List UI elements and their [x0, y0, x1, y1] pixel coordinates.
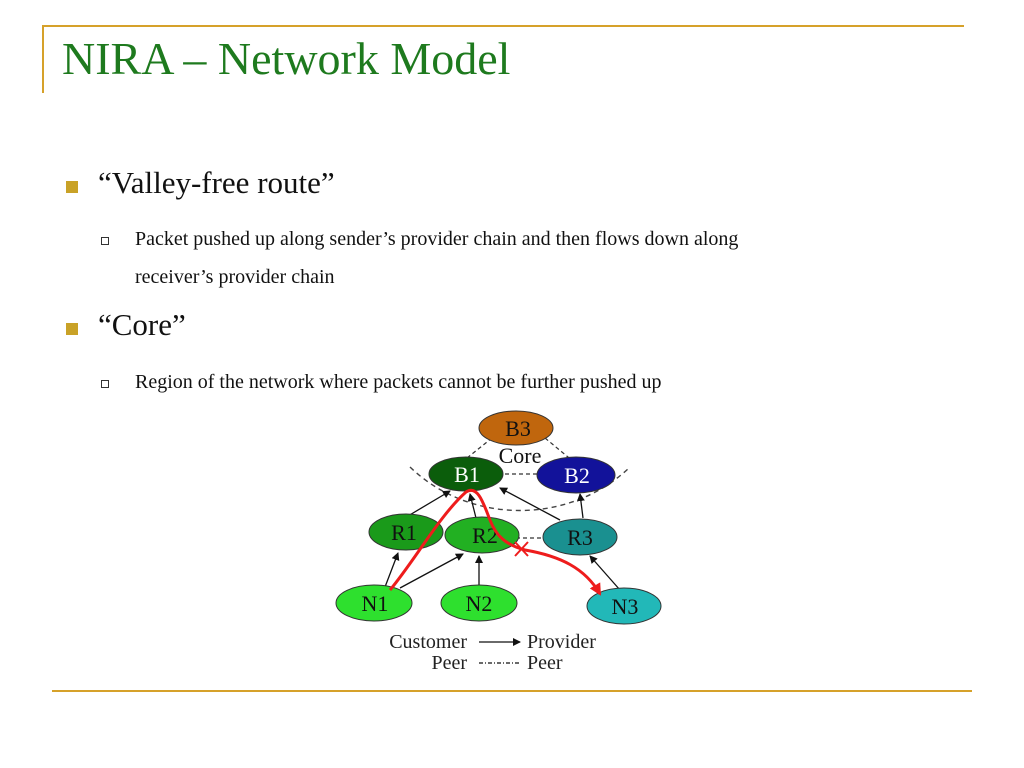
bullet-valley-free: “Valley-free route” — [98, 165, 335, 200]
link-r1-b1 — [407, 490, 451, 517]
sub-bullet-valley-line-2: receiver’s provider chain — [135, 266, 335, 288]
slide-title: NIRA – Network Model — [62, 33, 511, 84]
legend-peer-right: Peer — [527, 652, 563, 674]
core-label: Core — [499, 443, 542, 468]
node-n3 — [586, 587, 662, 625]
legend-peer-left: Peer — [431, 652, 467, 674]
legend-provider: Provider — [527, 631, 596, 653]
node-label-r3: R3 — [567, 525, 593, 550]
node-b3 — [478, 410, 554, 446]
link-n1-r2 — [399, 553, 464, 589]
node-b2 — [536, 456, 616, 494]
node-label-b3: B3 — [505, 416, 531, 441]
link-n3-r3 — [589, 555, 621, 591]
bottom-rule — [52, 690, 972, 692]
link-r3-b1 — [499, 487, 561, 521]
sub-bullet-box-icon — [101, 237, 109, 245]
valley-free-route — [388, 488, 602, 596]
sub-bullet-box-icon — [101, 380, 109, 388]
bullet-square-icon — [66, 323, 78, 335]
sub-bullet-core-line-1: Region of the network where packets cann… — [135, 371, 662, 393]
node-r3 — [542, 518, 618, 556]
node-label-n2: N2 — [466, 591, 493, 616]
left-rule — [42, 25, 44, 93]
node-label-b1: B1 — [454, 462, 480, 487]
sub-bullet-valley-line-1: Packet pushed up along sender’s provider… — [135, 228, 739, 250]
node-label-n1: N1 — [362, 591, 389, 616]
node-n2 — [440, 584, 518, 622]
link-r2-b1 — [467, 493, 477, 519]
link-n1-r1 — [384, 552, 400, 588]
link-r3-b2 — [576, 493, 585, 519]
bullet-square-icon — [66, 181, 78, 193]
invalid-path-x-icon — [514, 541, 529, 557]
node-r2 — [444, 516, 520, 554]
bullet-core: “Core” — [98, 307, 186, 342]
node-label-b2: B2 — [564, 463, 590, 488]
node-label-n3: N3 — [612, 594, 639, 619]
node-label-r1: R1 — [391, 520, 417, 545]
top-rule — [42, 25, 964, 27]
legend-customer: Customer — [389, 631, 467, 653]
node-n1 — [335, 584, 413, 622]
